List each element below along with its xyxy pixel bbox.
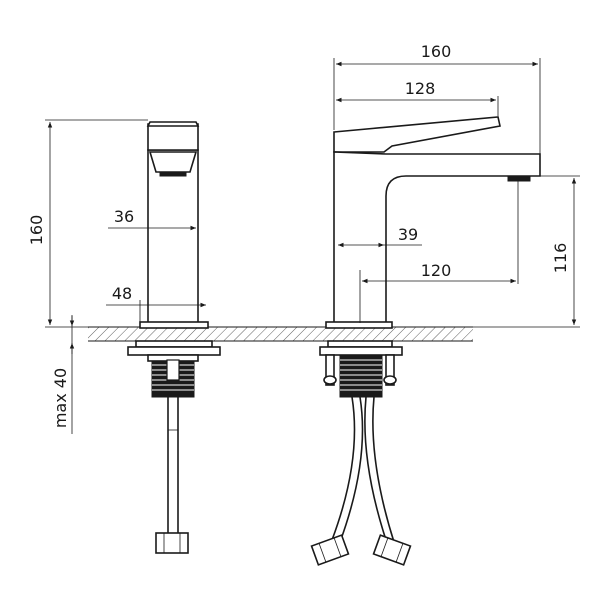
dim-spout-reach: 120 xyxy=(421,261,452,280)
dim-base-width: 48 xyxy=(112,284,132,303)
dimension-lines xyxy=(45,58,580,434)
side-threaded-rod xyxy=(151,359,195,398)
dim-lever-length: 128 xyxy=(405,79,436,98)
dim-total-length: 160 xyxy=(421,42,452,61)
dimension-labels: 160 36 48 max 40 160 128 39 120 116 xyxy=(27,42,570,428)
front-lever xyxy=(333,116,501,153)
front-hose-nut-left xyxy=(310,534,350,566)
front-threaded-rod xyxy=(339,354,383,398)
side-handle xyxy=(147,123,199,151)
side-nut xyxy=(127,346,221,356)
dim-side-height: 160 xyxy=(27,215,46,246)
dim-spout-height: 116 xyxy=(551,243,570,274)
side-washer xyxy=(135,340,213,348)
countertop xyxy=(88,326,473,342)
side-view-faucet xyxy=(127,121,221,554)
dim-body-width: 39 xyxy=(398,225,418,244)
side-base-flange xyxy=(139,321,209,329)
side-aerator xyxy=(148,151,198,173)
side-body xyxy=(147,149,199,324)
front-aerator xyxy=(507,175,531,182)
dim-max-thickness: max 40 xyxy=(51,368,70,428)
front-hose-nut-right xyxy=(372,534,412,566)
dim-spout-width: 36 xyxy=(114,207,134,226)
front-base-flange xyxy=(325,321,393,329)
side-hose-nut xyxy=(155,532,189,554)
front-nut xyxy=(319,346,403,356)
